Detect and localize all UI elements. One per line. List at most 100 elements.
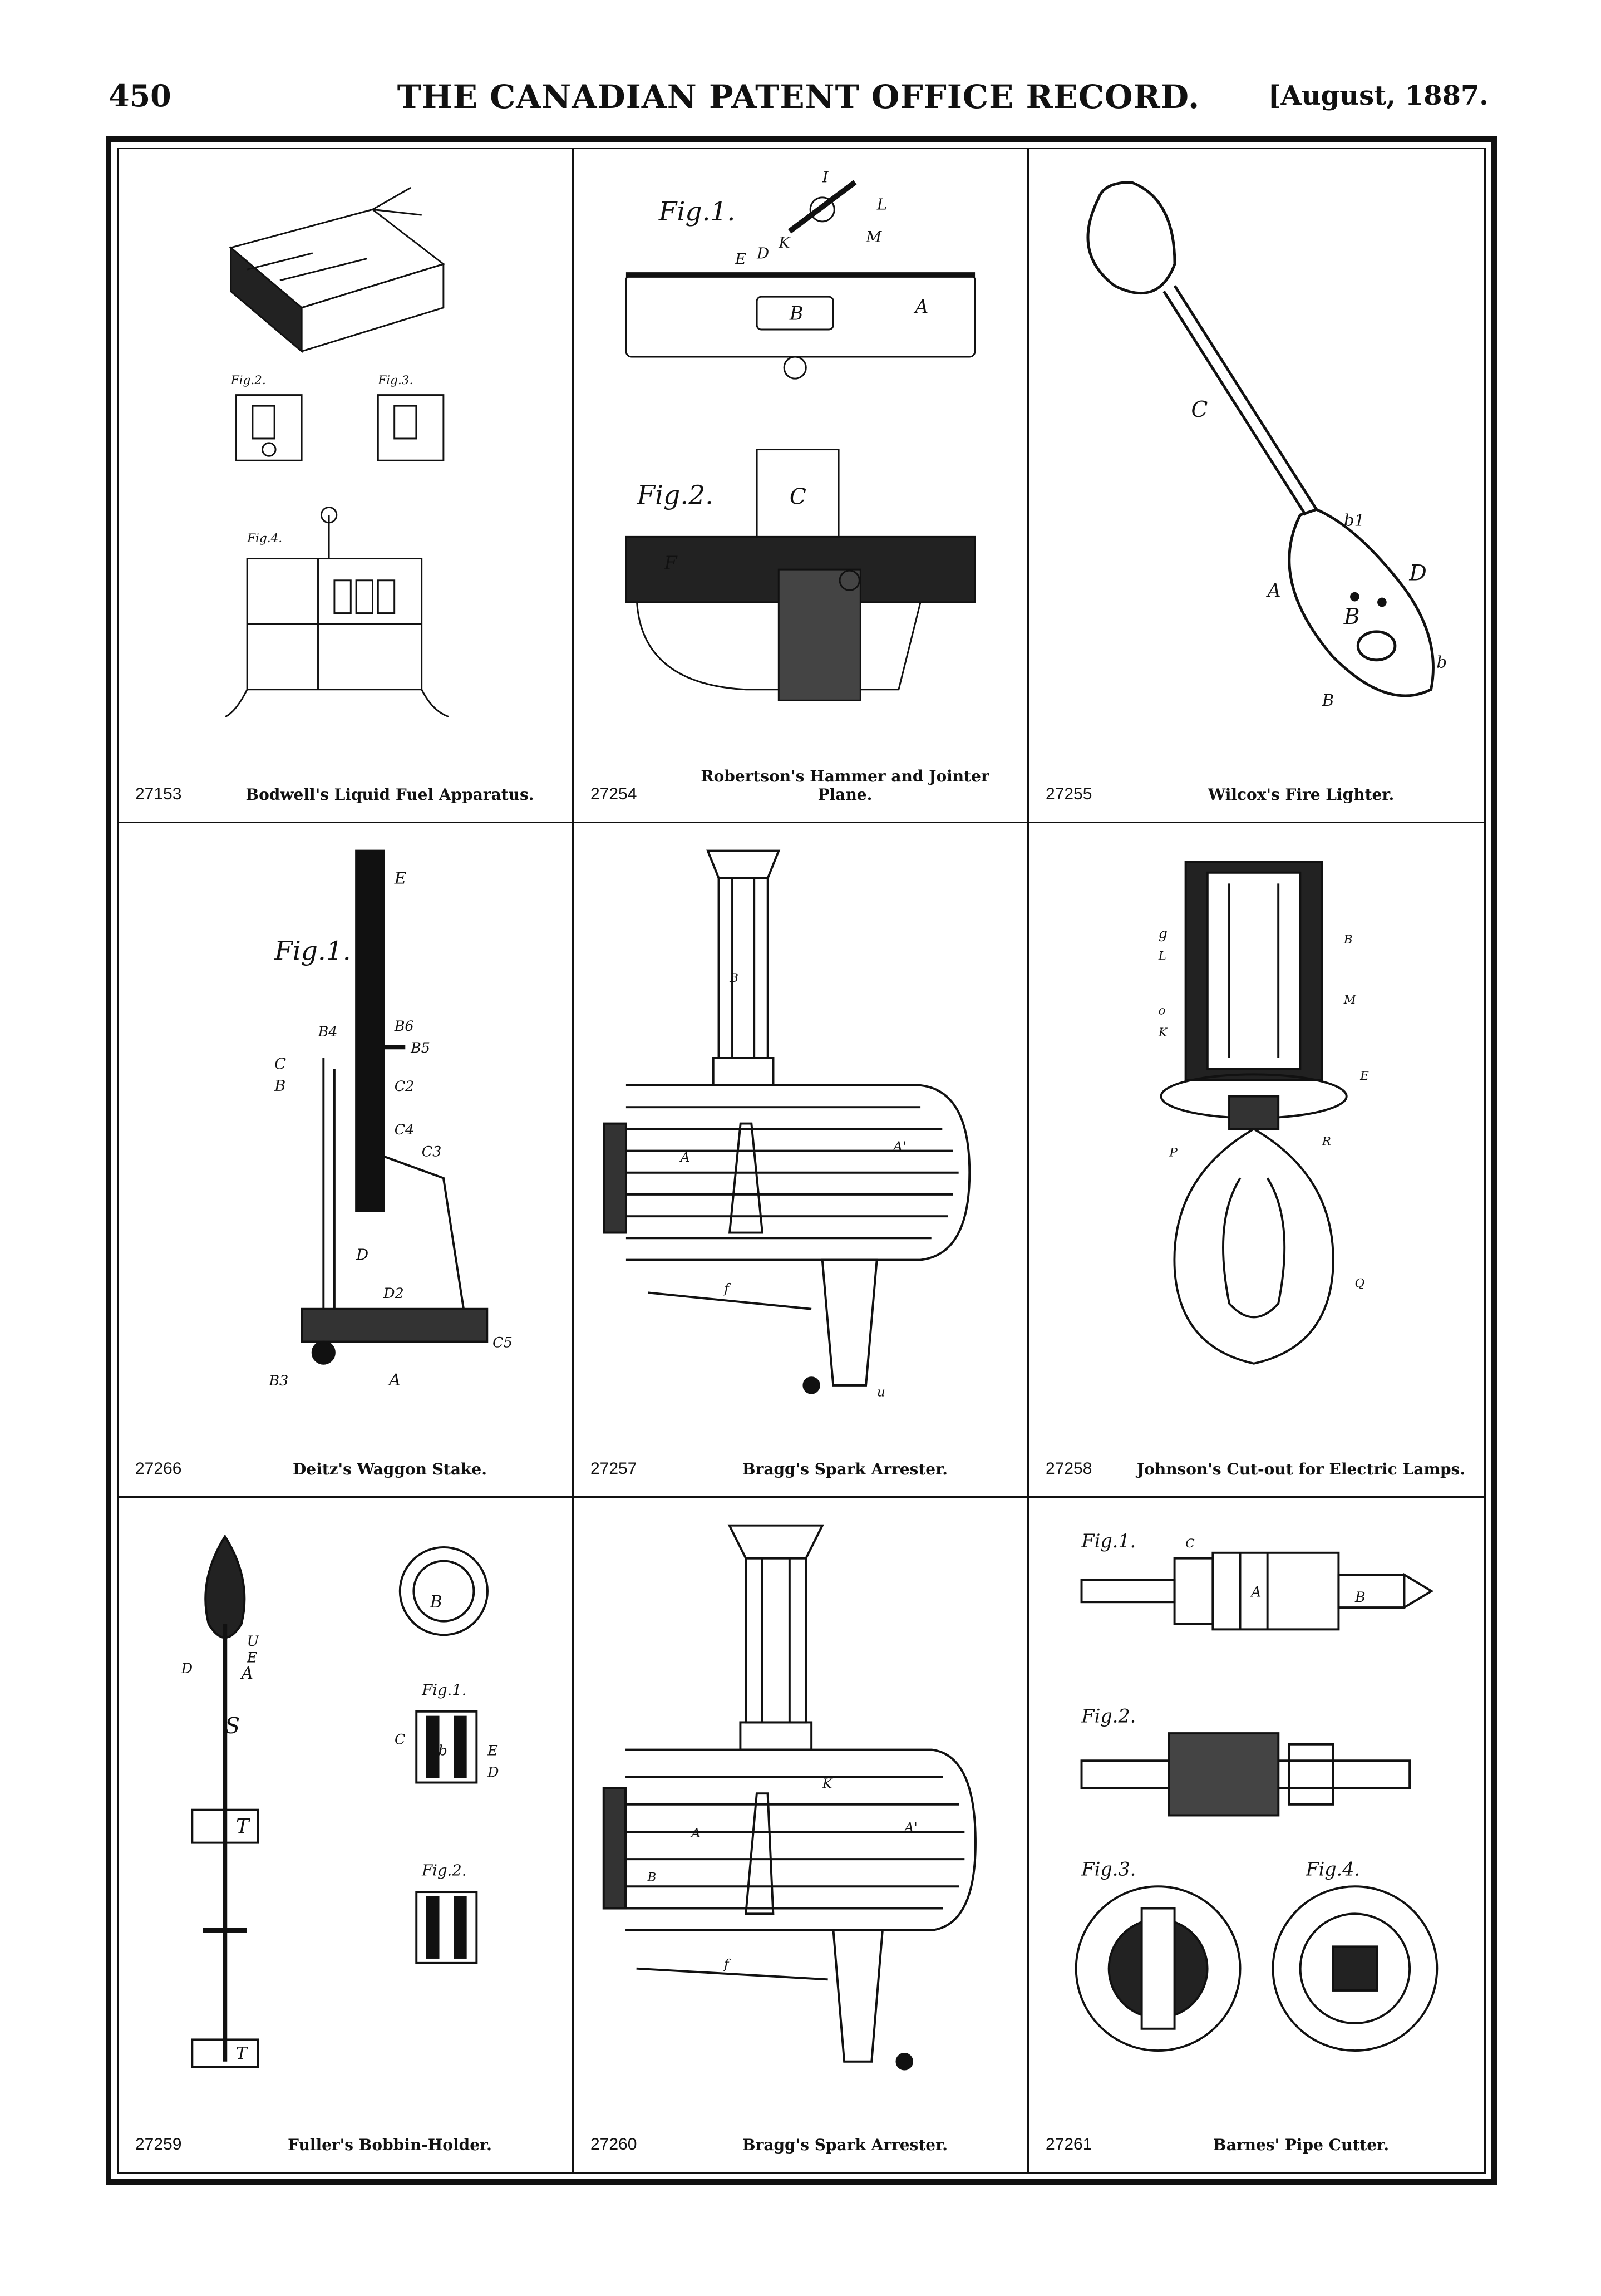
page-number: 450 <box>109 78 171 114</box>
patent-cell-27260: A A' K B f 27260 Bragg's Spark Arrester. <box>574 1497 1029 2172</box>
part-letter: E <box>394 869 406 888</box>
part-letter: g <box>1159 926 1168 942</box>
part-letter: A <box>1266 579 1281 601</box>
fig-label: Fig.1. <box>421 1681 466 1699</box>
part-letter: A' <box>892 1139 906 1154</box>
patent-number: 27257 <box>590 1459 637 1478</box>
part-letter: M <box>865 229 882 246</box>
part-letter: C <box>790 485 806 510</box>
part-letter: U <box>247 1633 260 1650</box>
fig-label: Fig.2. <box>230 373 266 387</box>
fig-label: Fig.3. <box>1081 1858 1136 1880</box>
patent-caption: 27259 Fuller's Bobbin-Holder. <box>135 2126 555 2154</box>
patent-plate: Fig.2. Fig.3. Fig.4. 27153 Bodwell's Liq… <box>106 136 1497 2185</box>
patent-caption: 27260 Bragg's Spark Arrester. <box>590 2126 1011 2154</box>
fig-label: Fig.4. <box>1305 1858 1360 1880</box>
part-letter: A <box>690 1825 701 1840</box>
patent-drawing-liquid-fuel-apparatus: Fig.2. Fig.3. Fig.4. <box>225 186 450 718</box>
patent-title: Johnson's Cut-out for Electric Lamps. <box>1136 1459 1466 1478</box>
part-letter: C <box>1191 397 1208 422</box>
patent-title: Bodwell's Liquid Fuel Apparatus. <box>245 785 534 804</box>
part-letter: L <box>1158 950 1166 963</box>
part-letter: u <box>877 1384 885 1400</box>
patent-caption: 27257 Bragg's Spark Arrester. <box>590 1451 1011 1478</box>
patent-number: 27261 <box>1046 2135 1092 2154</box>
patent-title: Fuller's Bobbin-Holder. <box>288 2136 492 2154</box>
part-letter: D <box>181 1660 193 1677</box>
part-letter: b1 <box>1344 511 1365 530</box>
part-letter: f <box>723 1281 731 1296</box>
part-letter: E <box>1359 1069 1369 1083</box>
part-letter: B4 <box>318 1024 338 1040</box>
part-letter: C <box>1185 1537 1195 1551</box>
part-letter: D <box>756 245 769 263</box>
patent-drawing-spark-arrester: A A' B f u <box>603 849 971 1400</box>
patent-number: 27258 <box>1046 1459 1092 1478</box>
part-letter: I <box>822 169 829 186</box>
part-letter: B <box>430 1592 442 1611</box>
part-letter: B <box>789 302 803 324</box>
part-letter: D <box>356 1247 368 1264</box>
patent-caption: 27266 Deitz's Waggon Stake. <box>135 1451 555 1478</box>
patent-drawing-jointer-plane: Fig.1. Fig.2. I L K M E D B A C F <box>625 169 976 701</box>
part-letter: C <box>395 1731 406 1748</box>
patent-number: 27153 <box>135 785 182 804</box>
part-letter: o <box>1159 1004 1166 1018</box>
patent-cell-27257: A A' B f u 27257 Bragg's Spark Arrester. <box>574 823 1029 1498</box>
part-letter: B <box>1354 1589 1366 1606</box>
patent-cell-27259: U E A D S T T B b C E D Fig.1. Fig.2. 27… <box>119 1497 574 2172</box>
patent-drawing-bobbin-holder: U E A D S T T B b C E D Fig.1. Fig.2. <box>181 1534 499 2068</box>
part-letter: C3 <box>422 1144 442 1161</box>
part-letter: R <box>1322 1135 1331 1149</box>
part-letter: A <box>679 1149 690 1165</box>
patent-title: Barnes' Pipe Cutter. <box>1213 2136 1389 2154</box>
patent-drawing-pipe-cutter: Fig.1. Fig.2. Fig.3. Fig.4. A B C <box>1075 1530 1439 2052</box>
part-letter: T <box>236 1815 250 1838</box>
part-letter: E <box>487 1742 498 1759</box>
patent-number: 27254 <box>590 785 637 804</box>
patent-caption: 27153 Bodwell's Liquid Fuel Apparatus. <box>135 776 555 804</box>
part-letter: B <box>647 1870 656 1884</box>
part-letter: B5 <box>410 1040 430 1057</box>
patent-caption: 27255 Wilcox's Fire Lighter. <box>1046 776 1467 804</box>
part-letter: b <box>439 1742 447 1759</box>
patent-drawing-fire-lighter: C A B D b b1 B <box>1086 180 1447 710</box>
part-letter: C5 <box>492 1335 513 1351</box>
patent-caption: 27258 Johnson's Cut-out for Electric Lam… <box>1046 1451 1467 1478</box>
patent-drawing-waggon-stake: Fig.1. E B4 B6 B5 C B C2 C4 C3 D D2 C5 B… <box>268 849 513 1389</box>
fig-label: Fig.1. <box>274 936 351 967</box>
patent-cell-27266: Fig.1. E B4 B6 B5 C B C2 C4 C3 D D2 C5 B… <box>119 823 574 1498</box>
part-letter: E <box>735 250 746 268</box>
journal-title: THE CANADIAN PATENT OFFICE RECORD. <box>397 78 1200 116</box>
patent-cell-27258: g L o K B M E P R Q 27258 Johnson's Cut-… <box>1029 823 1484 1498</box>
part-letter: M <box>1343 993 1357 1007</box>
part-letter: B6 <box>394 1018 414 1035</box>
fig-label: Fig.1. <box>1081 1530 1136 1552</box>
part-letter: D2 <box>383 1285 404 1302</box>
patent-title: Wilcox's Fire Lighter. <box>1208 785 1395 804</box>
patent-number: 27266 <box>135 1459 182 1478</box>
part-letter: A <box>913 296 928 318</box>
part-letter: B <box>729 971 738 985</box>
part-letter: C4 <box>395 1122 415 1138</box>
patent-cell-27153: Fig.2. Fig.3. Fig.4. 27153 Bodwell's Liq… <box>119 149 574 824</box>
fig-label: Fig.4. <box>247 532 282 545</box>
patent-title: Deitz's Waggon Stake. <box>292 1459 487 1478</box>
part-letter: B3 <box>268 1373 288 1389</box>
part-letter: S <box>225 1714 240 1739</box>
page-header: 450 THE CANADIAN PATENT OFFICE RECORD. [… <box>109 78 1489 128</box>
patent-caption: 27254 Robertson's Hammer and Jointer Pla… <box>590 767 1011 804</box>
part-letter: K <box>778 234 791 252</box>
part-letter: D <box>1408 561 1426 586</box>
part-letter: A <box>1250 1584 1261 1600</box>
patent-number: 27260 <box>590 2135 637 2154</box>
patent-title: Bragg's Spark Arrester. <box>742 2136 948 2154</box>
part-letter: b <box>1436 653 1447 672</box>
part-letter: E <box>247 1649 258 1666</box>
patent-caption: 27261 Barnes' Pipe Cutter. <box>1046 2126 1467 2154</box>
part-letter: A <box>387 1370 401 1389</box>
part-letter: K <box>822 1776 833 1791</box>
part-letter: B <box>1343 604 1360 630</box>
part-letter: f <box>723 1956 731 1971</box>
part-letter: B <box>1322 691 1334 710</box>
